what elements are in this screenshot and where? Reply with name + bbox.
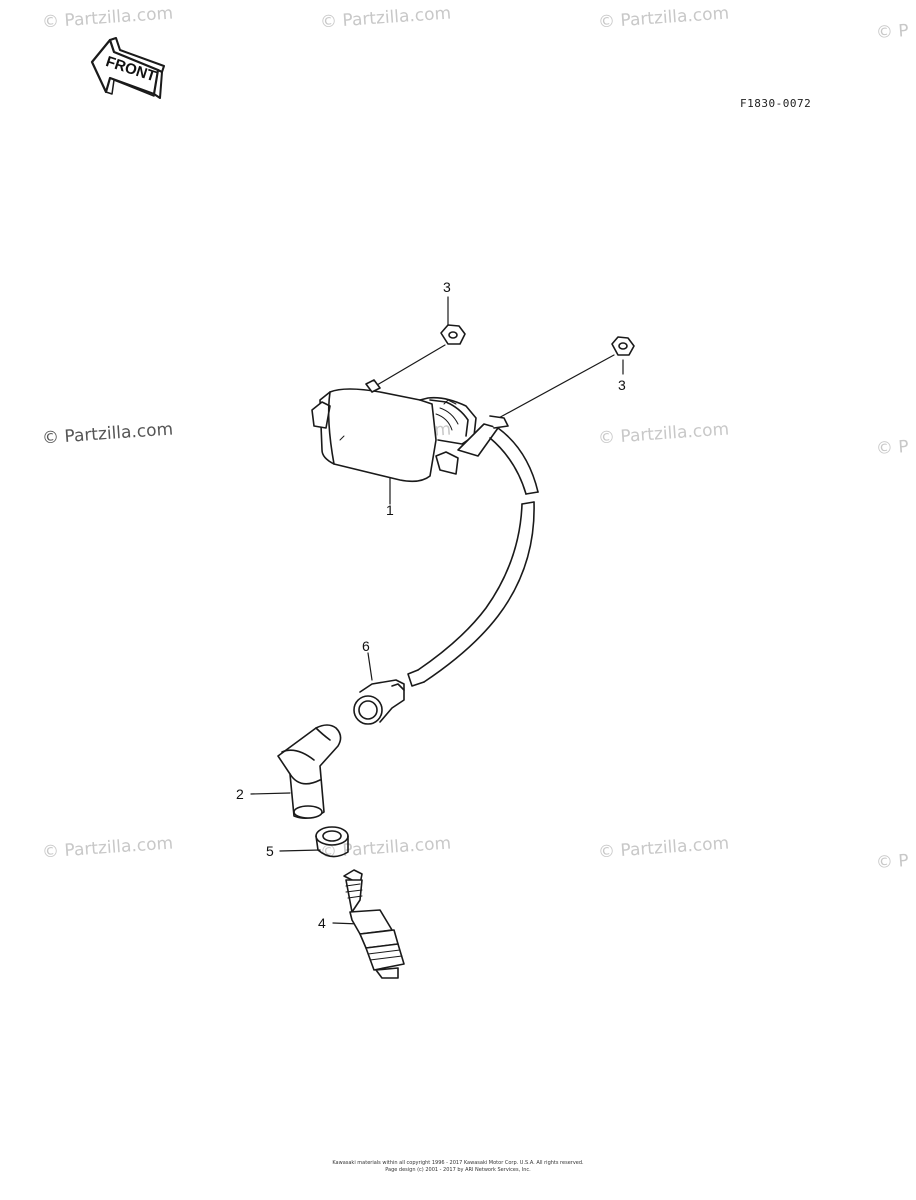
- seal-icon: [315, 826, 349, 858]
- diagram-code: F1830-0072: [740, 97, 812, 110]
- footer-page-design: Page design (c) 2001 - 2017 by ARI Netwo…: [385, 1167, 531, 1173]
- spark-plug-icon: [343, 869, 405, 979]
- callout-part-3-right: 3: [618, 377, 626, 393]
- nut-left-icon: [440, 324, 466, 345]
- callout-part-6: 6: [362, 638, 370, 654]
- footer-copyright: Kawasaki materials within all copyright …: [332, 1160, 584, 1166]
- plug-cap-insert-icon: [353, 679, 405, 725]
- callout-part-1: 1: [386, 502, 394, 518]
- ignition-coil-icon: [311, 379, 509, 483]
- callout-part-4: 4: [318, 915, 326, 931]
- front-arrow-icon: FRONT: [90, 37, 165, 99]
- nut-right-icon: [611, 336, 635, 356]
- callout-part-3-top: 3: [443, 279, 451, 295]
- callout-part-2: 2: [236, 786, 244, 802]
- spark-plug-cap-icon: [277, 724, 342, 820]
- high-tension-lead-icon: [407, 427, 539, 687]
- callout-part-5: 5: [266, 843, 274, 859]
